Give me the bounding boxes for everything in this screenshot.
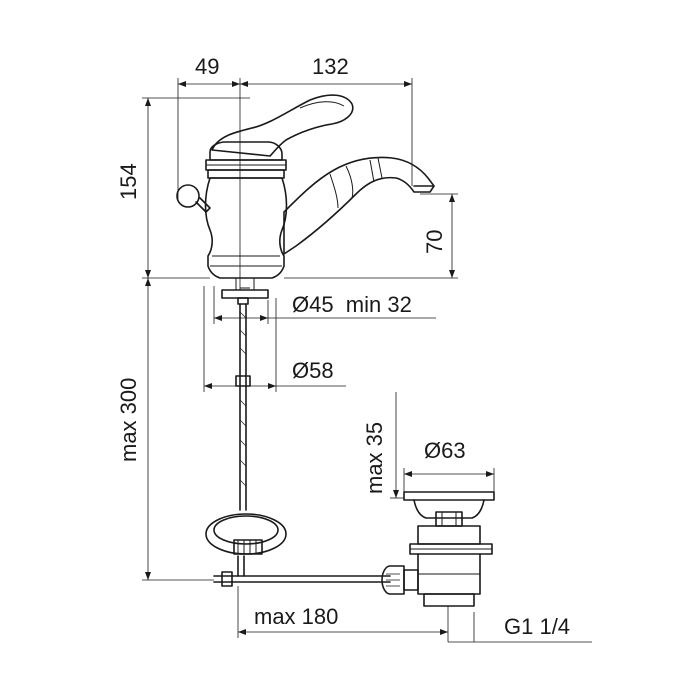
lever-handle: [211, 94, 354, 157]
spout: [283, 156, 435, 255]
pop-up-knob: [176, 184, 200, 208]
dim-49: 49: [195, 54, 219, 79]
dim-thread: G1 1/4: [504, 614, 570, 639]
faucet-body: [176, 94, 435, 279]
pop-up-waste: [381, 491, 495, 607]
under-basin-assembly: [205, 278, 391, 587]
dim-132: 132: [312, 54, 349, 79]
dim-hole-diameter: Ø45 min 32: [292, 292, 412, 317]
body-column: [204, 177, 288, 279]
dim-70: 70: [422, 230, 447, 254]
dimension-lines: [142, 78, 592, 643]
dim-max-35: max 35: [362, 422, 387, 494]
dim-plate-diameter: Ø58: [292, 358, 334, 383]
dim-154: 154: [116, 163, 141, 200]
dim-max-180: max 180: [254, 604, 338, 629]
dim-drain-diameter: Ø63: [424, 438, 466, 463]
dim-max-300: max 300: [116, 378, 141, 462]
cap: [209, 141, 283, 161]
